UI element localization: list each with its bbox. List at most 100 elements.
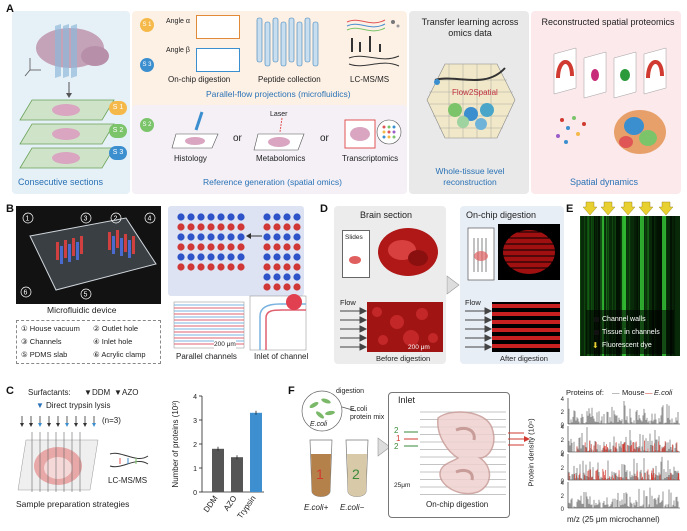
peptide-collection-label: Peptide collection xyxy=(258,75,321,84)
channel-dot xyxy=(283,243,291,251)
channel-dot xyxy=(283,263,291,271)
channel-dot xyxy=(177,263,185,271)
s2-badge: S 2 xyxy=(109,124,127,138)
arrow-head xyxy=(20,423,24,427)
x-tick-label: DDM xyxy=(202,494,220,514)
x-tick-label: AZO xyxy=(222,494,239,513)
chip-alpha xyxy=(196,15,240,39)
fluorescent-dye-icon: ⬇ xyxy=(592,341,599,350)
ecoli-digestion-illustration xyxy=(301,390,357,432)
lcms-illustration xyxy=(346,19,400,67)
fluorescent-dye-arrow xyxy=(600,201,616,216)
fluorescent-dye-arrow xyxy=(638,201,654,216)
laser-label: Laser xyxy=(270,111,288,118)
reference-generation-label: Reference generation (spatial omics) xyxy=(203,177,342,187)
tube-2-label: 2 xyxy=(352,466,360,482)
inlet-label: Inlet of channel xyxy=(254,352,309,361)
channel-dot xyxy=(263,213,271,221)
channel-dot xyxy=(197,263,205,271)
inlet-arrows xyxy=(404,431,418,447)
bar xyxy=(250,412,262,492)
slides-box xyxy=(342,230,370,278)
channel-dot xyxy=(207,223,215,231)
channel-dot xyxy=(263,283,271,291)
channel-dot xyxy=(227,223,235,231)
y-tick-label: 0 xyxy=(193,490,197,497)
channel-dot xyxy=(273,273,281,281)
channel-dot xyxy=(293,253,301,261)
right-arrow-icon xyxy=(377,437,391,457)
panel-a-right-bg xyxy=(531,11,681,194)
brain-3d-illustration xyxy=(24,24,109,78)
channel-dot xyxy=(177,233,185,241)
angle-beta-label: Angle β xyxy=(166,47,190,54)
channel-wall xyxy=(652,216,662,356)
spectrum-tick-label: 4 xyxy=(561,481,565,487)
arrow-head xyxy=(29,423,33,427)
ddm-label: DDM xyxy=(92,388,111,397)
channel-dot xyxy=(227,213,235,221)
panel-a-label: A xyxy=(6,3,14,15)
spatial-dynamics-label: Spatial dynamics xyxy=(570,177,639,187)
channel-dot xyxy=(237,253,245,261)
channel-walls-label: Channel walls xyxy=(602,316,646,323)
channel-dot xyxy=(227,263,235,271)
azo-legend: ▼ xyxy=(114,388,122,397)
x-tick-label: Trypsin xyxy=(235,494,257,520)
channel-dot xyxy=(293,263,301,271)
s1-badge-mid: S 1 xyxy=(140,18,154,32)
legend-item: ③ Channels xyxy=(21,337,62,346)
spectrum-tick-label: 0 xyxy=(561,451,565,457)
channel-dot xyxy=(227,233,235,241)
channel-dot xyxy=(283,233,291,241)
panel-c-label: C xyxy=(6,385,14,397)
transfer-learning-title: Transfer learning across omics data xyxy=(421,17,519,38)
onchip-digestion-title: On-chip digestion xyxy=(466,210,537,220)
ddm-legend: ▼ xyxy=(84,388,92,397)
fluorescent-dye-arrow xyxy=(582,201,598,216)
fluorescent-dye-arrow xyxy=(658,201,674,216)
channel-dot xyxy=(237,243,245,251)
ecoli-label: E.coli xyxy=(310,421,328,428)
channel-dot xyxy=(283,273,291,281)
before-digestion-label: Before digestion xyxy=(376,354,431,363)
ecoli-plus-label: E.coli+ xyxy=(304,503,329,512)
arrow-head xyxy=(92,423,96,427)
panel-f-label: F xyxy=(288,385,295,397)
digestion-label: digestion xyxy=(336,388,365,395)
channel-dot xyxy=(237,213,245,221)
channel-dot xyxy=(177,253,185,261)
channel-dot xyxy=(263,233,271,241)
scale-bar-label-d: 200 μm xyxy=(408,344,430,351)
panel-e-label: E xyxy=(566,203,574,215)
slides-label: Slides xyxy=(345,234,363,241)
channel-dot xyxy=(207,243,215,251)
flow2spatial-grid xyxy=(426,63,516,139)
histology-label: Histology xyxy=(174,154,207,163)
channel-dot-grid-zoom xyxy=(263,213,301,291)
flow2spatial-label: Flow2Spatial xyxy=(452,88,498,97)
channel-dot xyxy=(273,213,281,221)
onchip-f-label: On-chip digestion xyxy=(426,500,489,509)
tube-1-label: 1 xyxy=(316,466,324,482)
spectrum-tick-label: 4 xyxy=(561,453,565,459)
brain-section-title: Brain section xyxy=(360,210,413,220)
channel-dot xyxy=(217,253,225,261)
inlet-label-f: Inlet xyxy=(398,395,416,405)
transcriptomics-label: Transcriptomics xyxy=(342,154,399,163)
y-tick-label: 4 xyxy=(193,394,197,401)
channel-2a-label: 2 xyxy=(394,426,399,435)
left-arrow-icon xyxy=(246,233,262,239)
fluorescent-dye-arrow xyxy=(620,201,636,216)
direct-trypsin-label: Direct trypsin lysis xyxy=(46,401,111,410)
metabolomics-label: Metabolomics xyxy=(256,154,306,163)
flow-label-2: Flow xyxy=(465,298,481,307)
bar xyxy=(212,448,224,492)
channel-dot-grid xyxy=(177,213,245,271)
down-arrow-icon xyxy=(66,82,72,98)
channel-dot xyxy=(237,223,245,231)
channel-dot xyxy=(273,283,281,291)
parallel-channels-image xyxy=(173,301,245,349)
channel-wall xyxy=(616,216,620,356)
